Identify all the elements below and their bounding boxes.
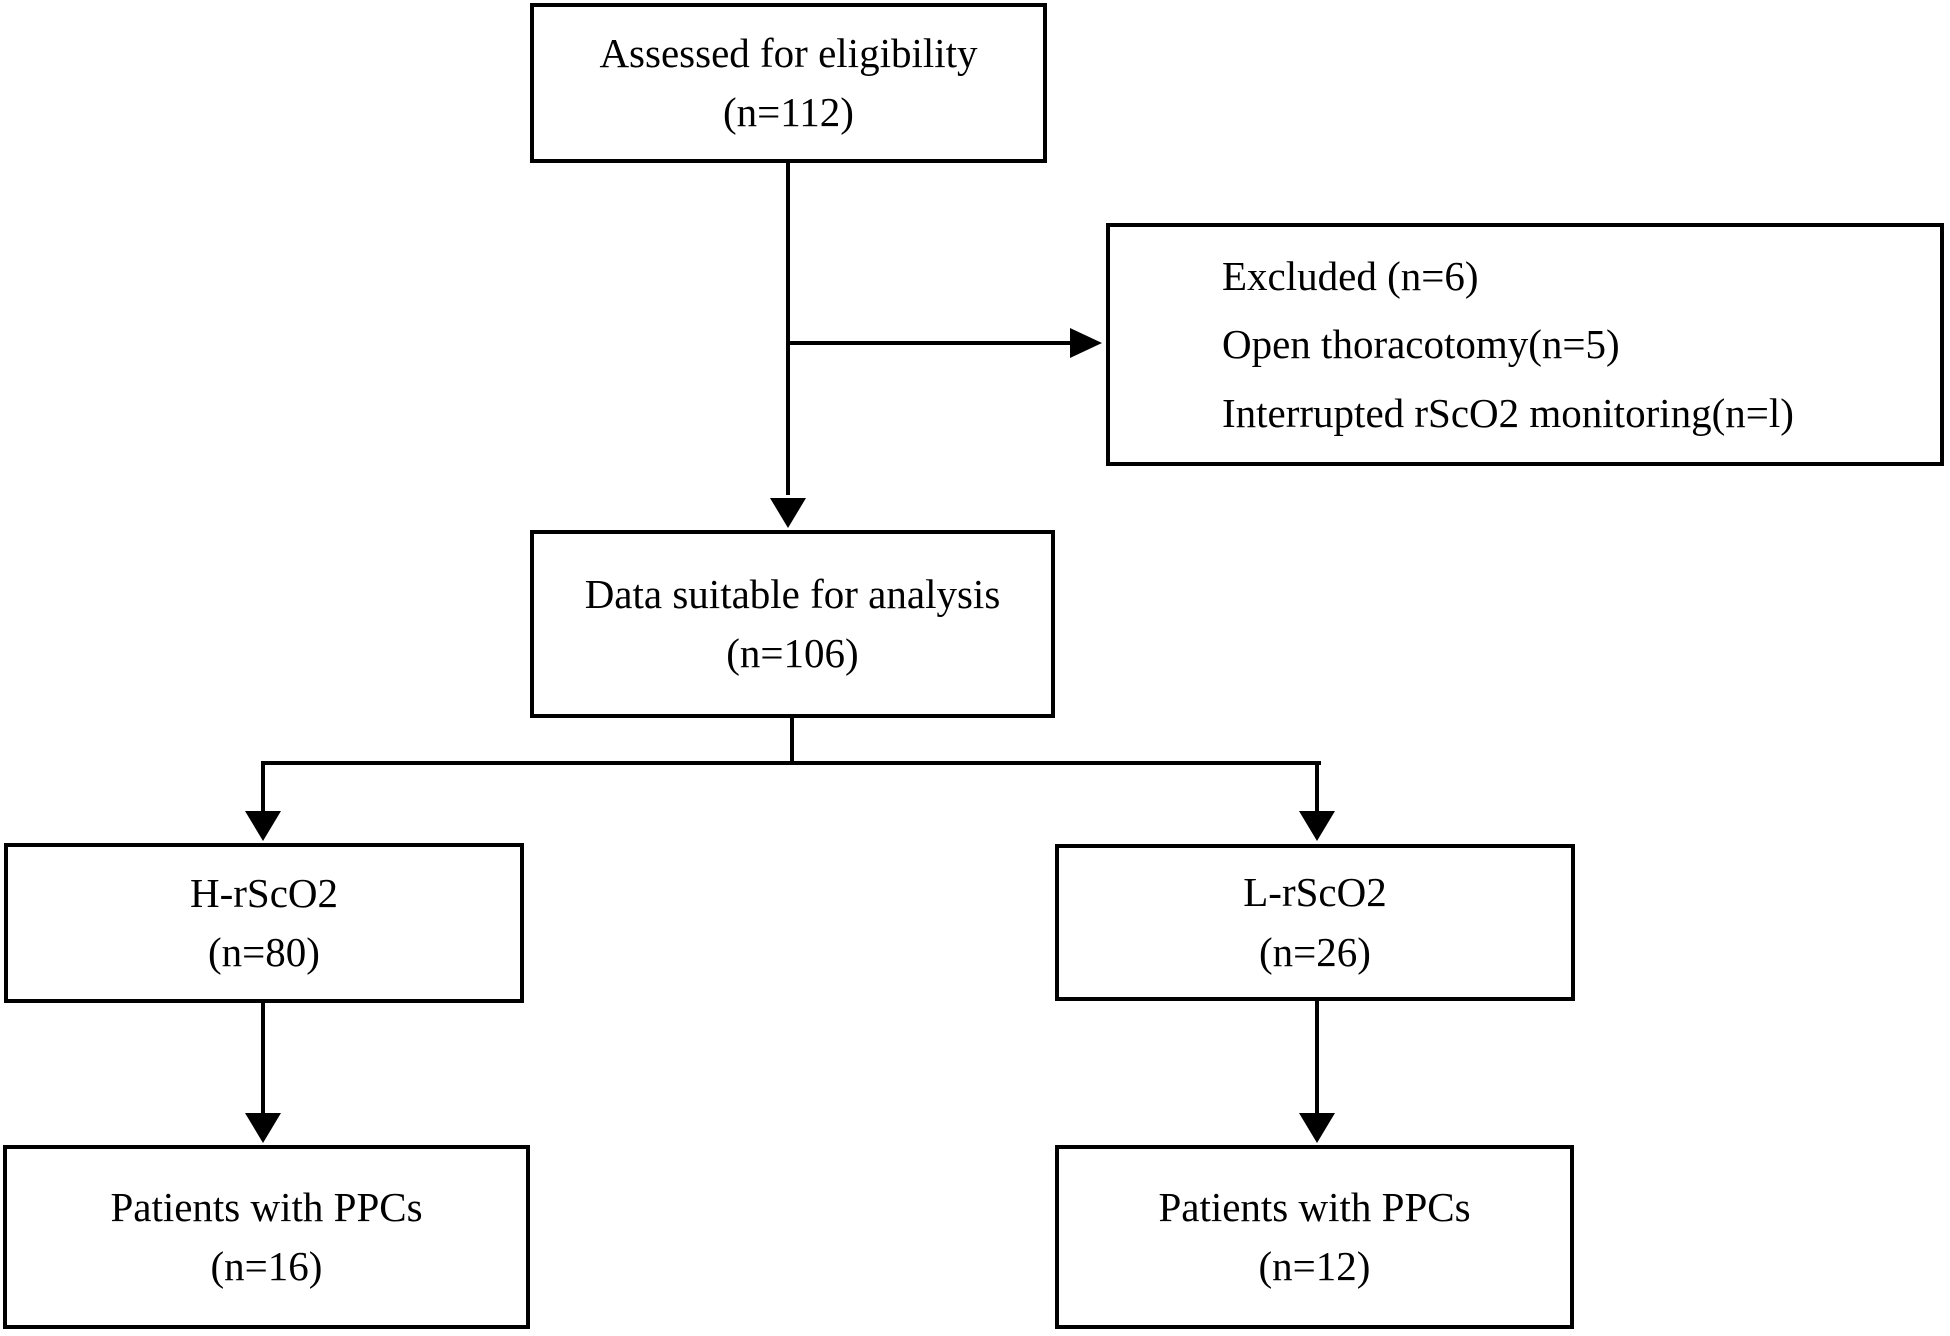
box-low-ppcs-count: (n=12) — [1258, 1243, 1371, 1289]
connector-analysis-stem-shaft — [790, 718, 794, 765]
connector-low-to-ppcs-shaft — [1315, 1001, 1319, 1113]
arrowhead-down-icon — [245, 811, 281, 841]
box-low-ppcs: Patients with PPCs (n=12) — [1055, 1145, 1574, 1329]
box-high-rsco2-title: H-rScO2 — [189, 869, 339, 916]
box-assessed-eligibility: Assessed for eligibility (n=112) — [530, 3, 1047, 163]
box-data-suitable-title: Data suitable for analysis — [584, 570, 1001, 617]
box-low-rsco2-count: (n=26) — [1259, 928, 1371, 975]
box-low-rsco2-title: L-rScO2 — [1243, 869, 1387, 916]
box-low-ppcs-title: Patients with PPCs — [1158, 1183, 1471, 1230]
arrowhead-down-icon — [1299, 1113, 1335, 1143]
box-assessed-eligibility-title: Assessed for eligibility — [599, 29, 978, 76]
box-excluded: Excluded (n=6) Open thoracotomy(n=5) Int… — [1106, 223, 1944, 466]
box-low-rsco2: L-rScO2 (n=26) — [1055, 844, 1575, 1001]
box-high-ppcs-title: Patients with PPCs — [110, 1183, 423, 1230]
box-high-rsco2: H-rScO2 (n=80) — [4, 843, 524, 1003]
connector-branch-to-high-shaft — [261, 761, 265, 811]
box-high-ppcs: Patients with PPCs (n=16) — [3, 1145, 530, 1329]
connector-branch-horizontal-shaft — [261, 761, 1321, 765]
box-data-suitable: Data suitable for analysis (n=106) — [530, 530, 1055, 718]
arrowhead-down-icon — [770, 498, 806, 528]
box-excluded-title: Excluded (n=6) — [1222, 253, 1479, 300]
connector-high-to-ppcs-shaft — [261, 1003, 265, 1113]
arrowhead-right-icon — [1070, 328, 1102, 358]
arrowhead-down-icon — [1299, 811, 1335, 841]
box-high-rsco2-count: (n=80) — [208, 929, 320, 975]
box-excluded-reason-thoracotomy: Open thoracotomy(n=5) — [1222, 321, 1620, 368]
box-high-ppcs-count: (n=16) — [210, 1243, 323, 1289]
box-excluded-reason-interrupted-monitoring: Interrupted rScO2 monitoring(n=l) — [1222, 389, 1794, 436]
connector-eligibility-to-analysis-shaft — [786, 163, 790, 495]
connector-eligibility-to-excluded-shaft — [788, 341, 1070, 345]
connector-branch-to-low-shaft — [1315, 761, 1319, 811]
box-data-suitable-count: (n=106) — [726, 630, 859, 676]
arrowhead-down-icon — [245, 1113, 281, 1143]
box-assessed-eligibility-count: (n=112) — [723, 89, 854, 135]
